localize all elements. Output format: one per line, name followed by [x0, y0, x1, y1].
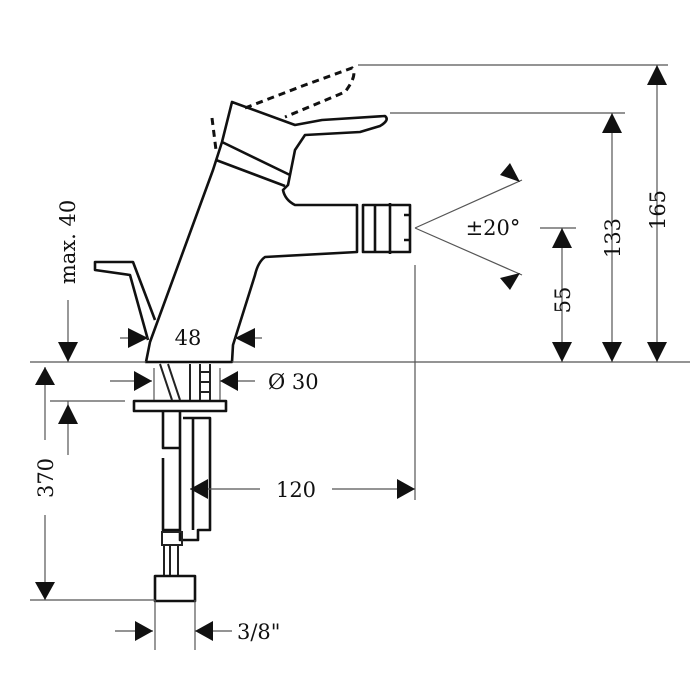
dim-max-deck: max. 40 — [56, 200, 80, 284]
dim-body-width: 48 — [175, 326, 202, 350]
dim-spray-height: 55 — [551, 287, 575, 314]
shank-and-hoses — [132, 363, 228, 603]
dim-total-height: 165 — [646, 190, 670, 230]
dimension-lines — [30, 64, 690, 650]
faucet-body — [93, 66, 412, 364]
dim-lever-height: 133 — [601, 218, 625, 258]
dim-shank-diameter: Ø 30 — [268, 370, 319, 394]
dim-hose-length: 370 — [34, 458, 58, 498]
dim-reach: 120 — [276, 478, 316, 502]
dimension-arrows — [35, 65, 667, 641]
dim-spray-angle: ±20° — [466, 216, 521, 240]
dim-connection: 3/8" — [237, 620, 280, 644]
